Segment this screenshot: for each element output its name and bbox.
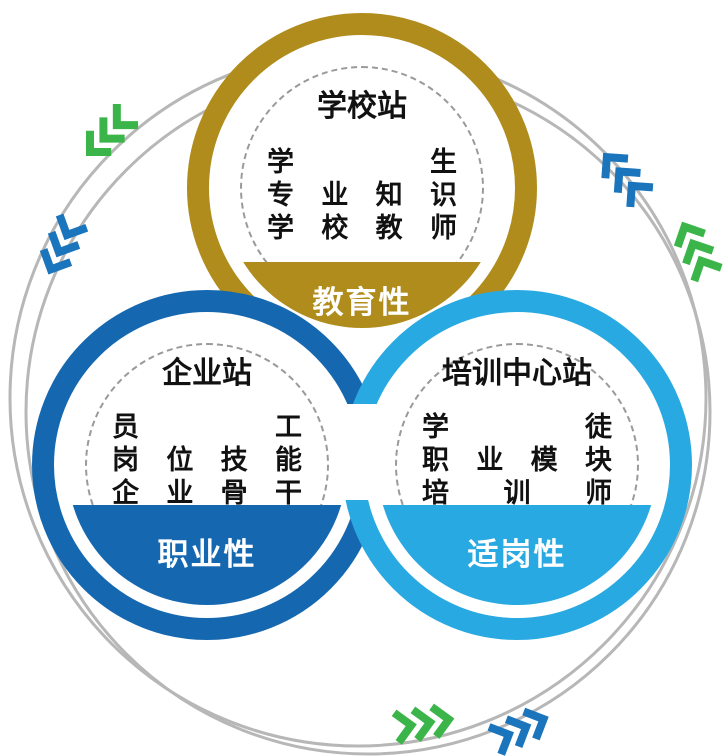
school-station-title: 学校站 <box>317 89 407 124</box>
item-line: 专业知识 <box>267 180 457 211</box>
chevrons-left-icon <box>39 213 89 275</box>
enterprise-segment-clip <box>67 325 347 605</box>
chevrons-bottom-right-icon <box>487 707 549 756</box>
job-fit-segment <box>377 505 657 605</box>
chevrons-right-icon <box>673 221 723 283</box>
training-segment-clip <box>377 325 657 605</box>
enterprise-station-items: 员工岗位技能企业骨干 <box>112 408 302 509</box>
enterprise-station-circle: 企业站 员工岗位技能企业骨干 职业性 <box>32 290 382 640</box>
vocational-badge: 职业性 <box>157 537 257 573</box>
item-line: 岗位技能 <box>112 445 302 476</box>
training-center-items: 学徒职业模块培训师 <box>422 408 612 509</box>
item-line: 学校教师 <box>267 213 457 244</box>
training-center-circle: 培训中心站 学徒职业模块培训师 适岗性 <box>342 290 692 640</box>
training-center-title: 培训中心站 <box>442 356 592 391</box>
vocational-segment <box>67 505 347 605</box>
enterprise-station-title: 企业站 <box>162 356 252 391</box>
item-line: 学生 <box>267 147 457 178</box>
item-line: 学徒 <box>422 412 612 443</box>
item-line: 企业骨干 <box>112 478 302 509</box>
item-line: 员工 <box>112 412 302 443</box>
overlap-cover-middle <box>334 404 390 500</box>
chevrons-top-right-icon <box>601 152 654 208</box>
school-station-items: 学生专业知识学校教师 <box>267 143 457 244</box>
item-line: 职业模块 <box>422 445 612 476</box>
job-fit-badge: 适岗性 <box>467 537 567 573</box>
chevrons-bottom-icon <box>391 703 455 745</box>
item-line: 培训师 <box>422 478 612 509</box>
education-badge: 教育性 <box>312 285 412 321</box>
chevrons-top-left-icon <box>85 103 139 157</box>
